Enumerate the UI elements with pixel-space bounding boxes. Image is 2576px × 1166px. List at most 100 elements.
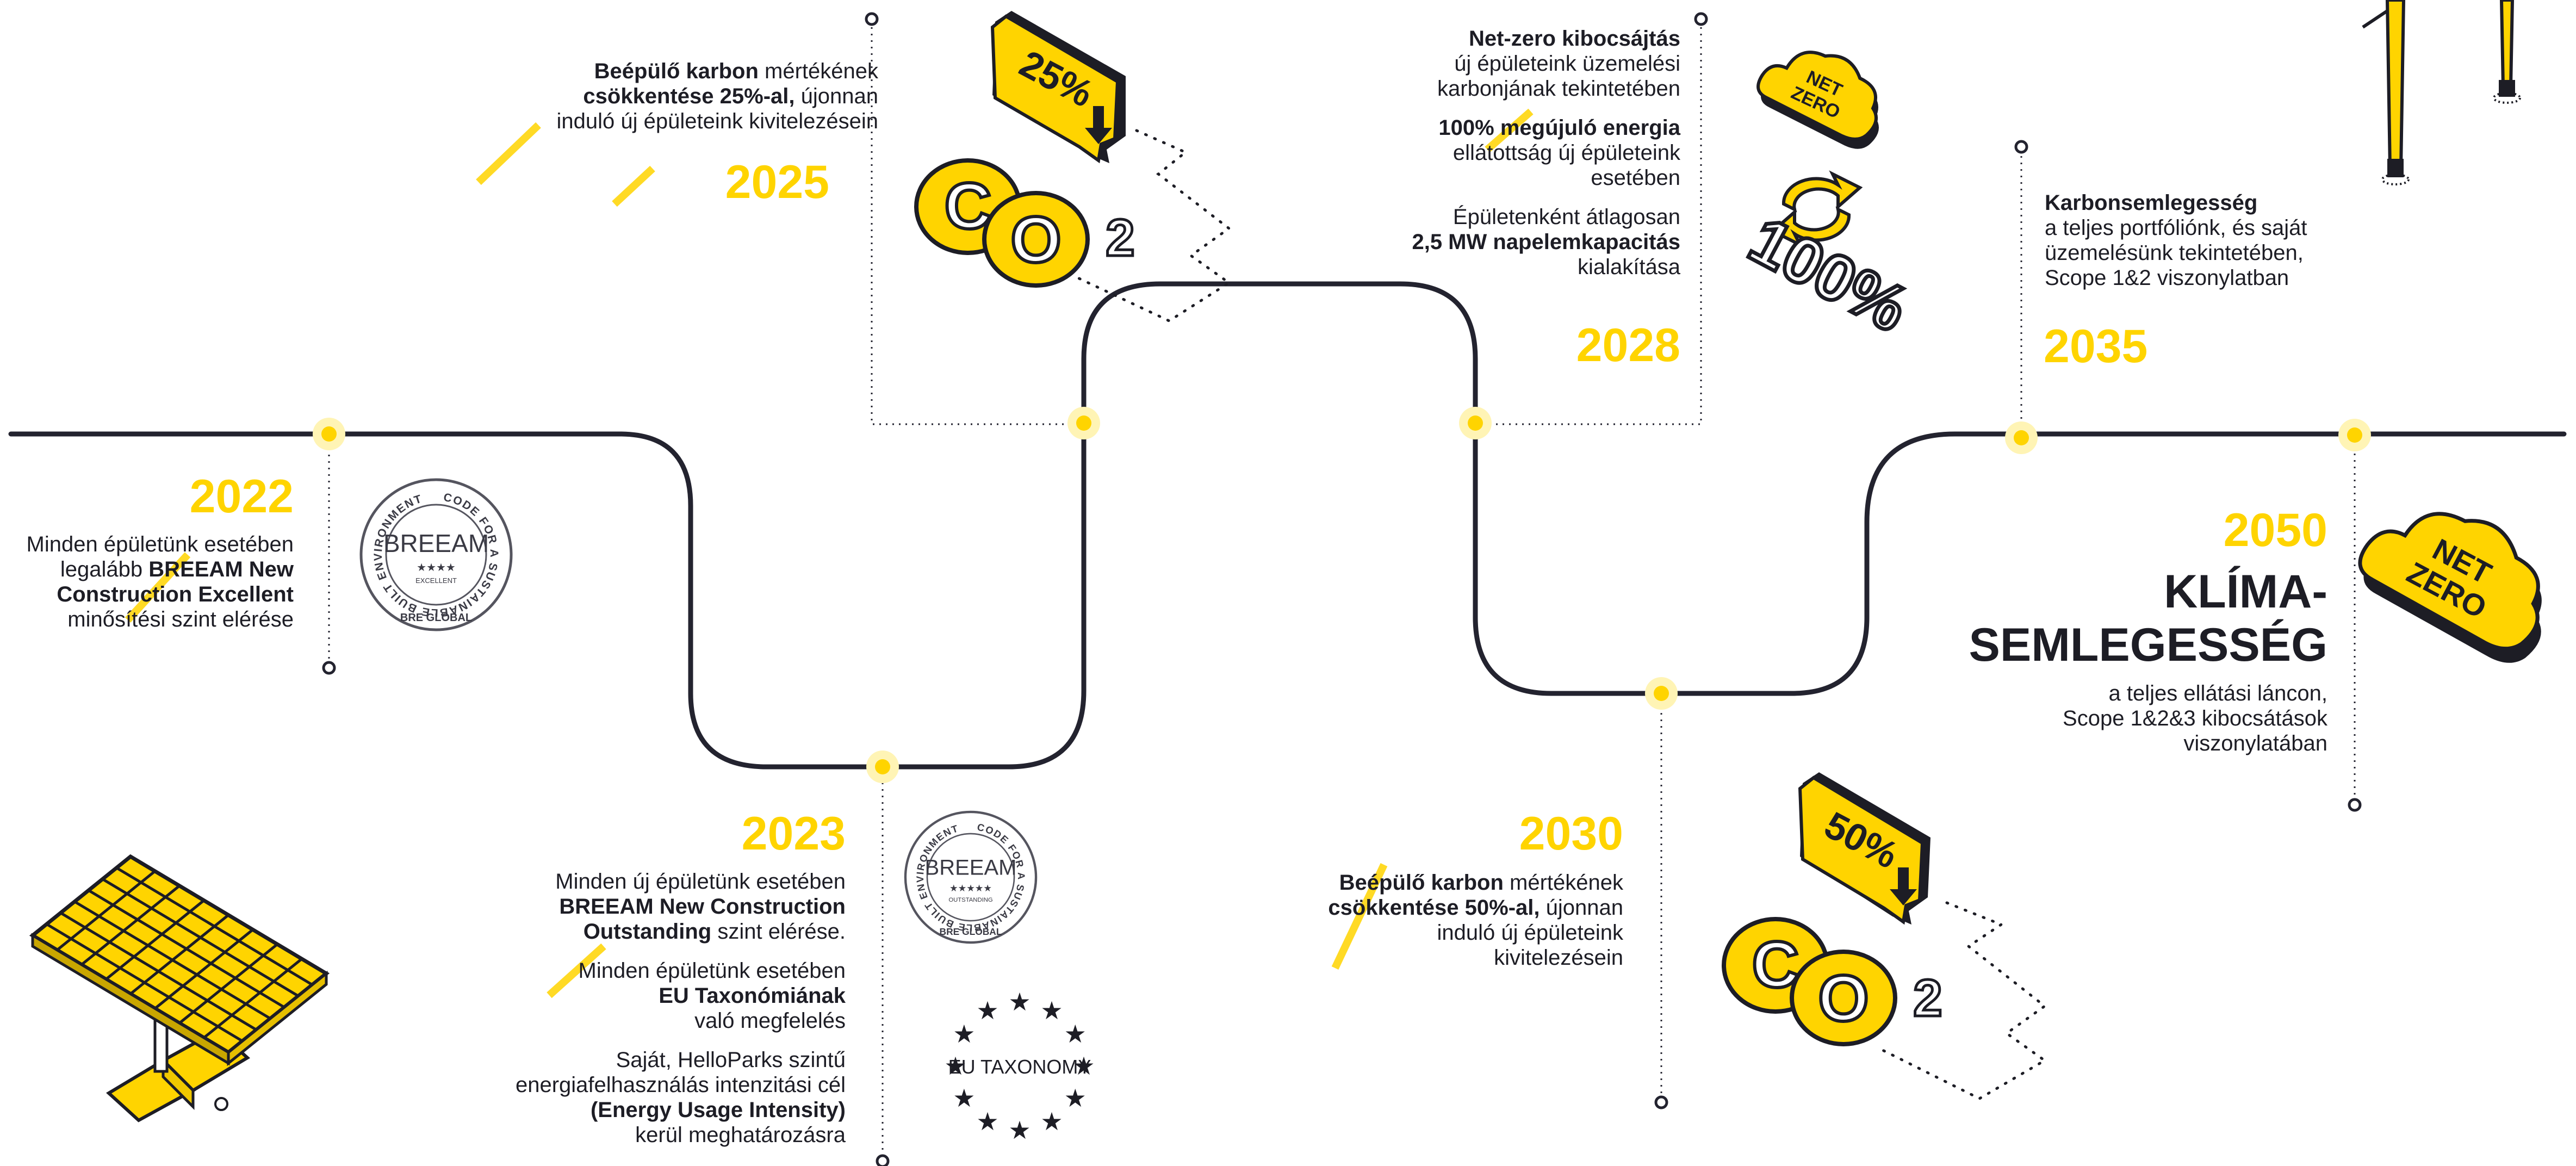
end-circle-2028 (1694, 12, 1708, 26)
decorative-strokes (125, 108, 1534, 998)
milestone-2035-text: Karbonsemlegesség a teljes portfóliónk, … (2045, 190, 2382, 290)
milestone-2050-text: a teljes ellátási láncon, Scope 1&2&3 ki… (1979, 681, 2327, 756)
netzero-small-cloud-icon: NET ZERO (1756, 51, 1879, 149)
m2023-p3-line3: (Energy Usage Intensity) (590, 1098, 846, 1122)
m2028-p3-line1: Épületenként átlagosan (1453, 205, 1680, 229)
solar-cell-line (203, 958, 303, 1039)
year-2050: 2050 (2223, 504, 2327, 556)
renewable-100-icon: 100% (1736, 170, 1921, 348)
m2028-p3-line3: kialakítása (1578, 255, 1680, 279)
end-circle-2035 (2014, 140, 2028, 154)
co2-50-o: O (1818, 962, 1869, 1035)
end-circle-2022 (322, 661, 336, 675)
eu-taxonomy-label: EU TAXONOMY (948, 1056, 1091, 1078)
milestone-2030-text: Beépülő karbon mértékének csökkentése 50… (1218, 870, 1623, 970)
m2022-line2-bold: BREEAM New (148, 557, 294, 581)
breeam-outstanding-issuer: BRE GLOBAL (940, 926, 1002, 937)
m2023-p2-line1: Minden épületünk esetében (578, 959, 846, 983)
co2-50-icon: C O 2 (1722, 917, 1944, 1046)
year-2035: 2035 (2044, 320, 2148, 373)
eu-star-icon: ★ (1072, 1051, 1095, 1081)
milestone-dot-2025 (1067, 407, 1100, 439)
milestone-dot-2030 (1645, 677, 1678, 710)
m2025-line1-rest: mértékének (758, 59, 878, 83)
m2022-line1: Minden épületünk esetében (26, 532, 294, 556)
eu-star-icon: ★ (976, 996, 998, 1025)
m2030-line3: induló új épületeink (1437, 921, 1623, 945)
end-circle-2050 (2348, 798, 2362, 812)
milestone-dot-2023 (866, 751, 899, 783)
breeam-outstanding-badge: CODE FOR A SUSTAINABLE BUILT ENVIRONMENT… (904, 810, 1038, 944)
breeam-outstanding-name: BREEAM (925, 856, 1017, 880)
year-2022: 2022 (189, 470, 294, 523)
m2030-line1-rest: mértékének (1503, 871, 1623, 895)
timeline-path (8, 281, 2567, 770)
headline-klima-2: SEMLEGESSÉG (1969, 619, 2328, 671)
end-circle-2025 (865, 12, 879, 26)
m2023-p1-line2: BREEAM New Construction (559, 895, 846, 919)
year-2023: 2023 (741, 808, 846, 860)
m2028-p3-line2: 2,5 MW napelemkapacitás (1412, 230, 1680, 254)
m2028-p1-line3: karbonjának tekintetében (1437, 77, 1680, 101)
m2028-p1-line1: Net-zero kibocsájtás (1468, 27, 1680, 51)
m2023-p1-line1: Minden új épületünk esetében (555, 870, 846, 894)
breeam-excellent-badge: CODE FOR A SUSTAINABLE BUILT ENVIRONMENT… (359, 478, 513, 631)
milestone-dots (313, 407, 2371, 783)
dotted-decor (1075, 129, 1232, 322)
breeam-excellent-level: EXCELLENT (415, 576, 457, 585)
co2-50-illustration: 50% C O 2 (1722, 772, 2047, 1100)
m2025-line2-rest: újonnan (794, 84, 878, 108)
milestone-dot-2022 (313, 418, 345, 450)
dotted-decor (1880, 901, 2047, 1100)
m2028-p1-line2: új épületeink üzemelési (1454, 52, 1680, 76)
eu-star-icon: ★ (1040, 996, 1063, 1025)
breeam-outstanding-level: OUTSTANDING (948, 897, 992, 903)
solar-cell-line (154, 928, 254, 1010)
m2030-line2-bold: csökkentése 50%-al, (1328, 896, 1540, 920)
milestone-dot-2050 (2338, 419, 2371, 451)
breeam-outstanding-stars: ★★★★★ (949, 883, 992, 894)
m2035-line3: üzemelésünk tekintetében, (2045, 241, 2304, 265)
co2-25-icon: C O 2 (914, 158, 1136, 288)
solar-panel-icon (29, 854, 330, 1122)
pct50-bubble-icon: 50% (1798, 772, 1931, 925)
eu-star-icon: ★ (976, 1107, 998, 1136)
m2023-p2-line2: EU Taxonómiának (659, 984, 846, 1008)
m2035-line4: Scope 1&2 viszonylatban (2045, 266, 2289, 290)
eu-star-icon: ★ (1008, 987, 1031, 1016)
m2035-line2: a teljes portfóliónk, és saját (2045, 216, 2307, 240)
guide-end-circles (322, 12, 2362, 1166)
m2023-p1-line3-bold: Outstanding (583, 920, 712, 944)
m2030-line1-bold: Beépülő karbon (1339, 871, 1504, 895)
co2-25-o: O (1010, 203, 1061, 276)
m2023-p2-line3: való megfelelés (694, 1009, 846, 1033)
m2023-p3-line2: energiafelhasználás intenzitási cél (515, 1073, 846, 1097)
m2030-line2-rest: újonnan (1540, 896, 1623, 920)
milestone-2025-text: Beépülő karbon mértékének csökkentése 25… (457, 59, 878, 134)
milestone-2022-text: Minden épületünk esetében legalább BREEA… (5, 532, 294, 632)
m2023-p3-line1: Saját, HelloParks szintű (616, 1048, 846, 1072)
year-2030: 2030 (1519, 808, 1623, 860)
year-2025: 2025 (725, 156, 829, 208)
breeam-excellent-stars: ★★★★ (417, 561, 456, 574)
eu-star-icon: ★ (1040, 1107, 1063, 1136)
m2028-p2-line3: esetében (1591, 166, 1680, 190)
m2023-p1-line3-rest: szint elérése. (711, 920, 846, 944)
solar-cells (46, 866, 313, 1043)
solar-cell-line (105, 899, 205, 981)
breeam-excellent-issuer: BRE GLOBAL (400, 612, 472, 624)
m2035-line1: Karbonsemlegesség (2045, 191, 2258, 215)
m2025-line2-bold: csökkentése 25%-al, (583, 84, 795, 108)
m2022-line4: minősítési szint elérése (67, 607, 294, 631)
m2022-line3-bold: Construction Excellent (57, 582, 294, 606)
eu-star-icon: ★ (944, 1051, 966, 1081)
milestone-2023-text: Minden új épületünk esetében BREEAM New … (479, 869, 846, 1148)
breeam-excellent-name: BREEAM (383, 529, 489, 557)
headline-klima-1: KLÍMA- (2164, 566, 2327, 618)
solar-cell-line (80, 884, 181, 966)
m2050-line2: Scope 1&2&3 kibocsátások (2063, 706, 2327, 730)
eu-star-icon: ★ (1064, 1019, 1087, 1049)
m2050-line3: viszonylatában (2183, 731, 2327, 755)
